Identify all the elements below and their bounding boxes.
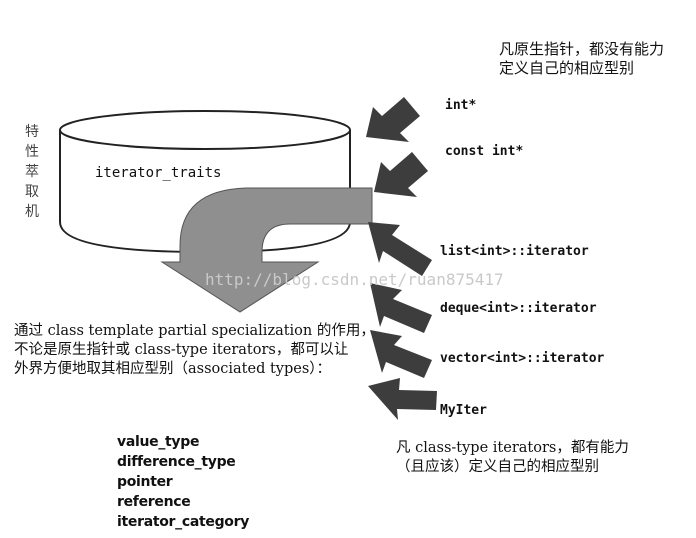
class-type-iterator-note-line-2: （且应该）定义自己的相应型别 [396,459,599,475]
class-type-iterator-note-line-1: 凡 class-type iterators，都有能力 [396,440,629,456]
associated-type-item: reference [117,494,191,510]
input-label-const-int-ptr: const int* [445,144,524,159]
input-label-my-iter: MyIter [440,403,487,418]
input-label-deque-iter: deque<int>::iterator [440,301,597,316]
arrow-deque-iter [370,283,432,333]
class-type-iterator-note: 凡 class-type iterators，都有能力 （且应该）定义自己的相应… [396,439,629,477]
partial-specialization-note-line-1: 通过 class template partial specialization… [14,323,375,339]
side-label-char: 取 [25,184,39,200]
raw-pointer-note-line-2: 定义自己的相应型别 [499,59,635,77]
side-label-char: 萃 [25,164,39,180]
associated-type-item: pointer [117,474,173,490]
partial-specialization-note: 通过 class template partial specialization… [14,322,375,379]
associated-type-item: iterator_category [117,514,250,530]
arrow-list-iter [368,222,432,276]
output-arrow [160,187,373,313]
partial-specialization-note-line-2: 不论是原生指针或 class-type iterators，都可以让 [14,342,349,358]
arrow-const-int-ptr [374,152,428,197]
associated-types-list: value_type difference_type pointer refer… [117,432,249,532]
input-label-int-ptr: int* [445,98,477,113]
associated-type-item: difference_type [117,454,236,470]
side-label-char: 机 [25,204,39,220]
raw-pointer-note-line-1: 凡原生指针，都没有能力 [499,40,665,58]
arrow-int-ptr [366,97,420,142]
watermark: http://blog.csdn.net/ruan875417 [205,270,504,289]
side-label-char: 特 [25,124,39,140]
side-label: 特 性 萃 取 机 [24,122,40,222]
partial-specialization-note-line-3: 外界方便地取其相应型别（associated types）： [14,361,332,377]
input-label-list-iter: list<int>::iterator [440,244,589,259]
arrow-vector-iter [370,330,432,378]
raw-pointer-note: 凡原生指针，都没有能力 定义自己的相应型别 [499,40,664,78]
associated-type-item: value_type [117,434,200,450]
cylinder-label: iterator_traits [95,165,222,181]
arrow-my-iter [368,378,437,420]
side-label-char: 性 [25,144,39,160]
cylinder-top [59,110,351,150]
input-label-vector-iter: vector<int>::iterator [440,351,605,366]
